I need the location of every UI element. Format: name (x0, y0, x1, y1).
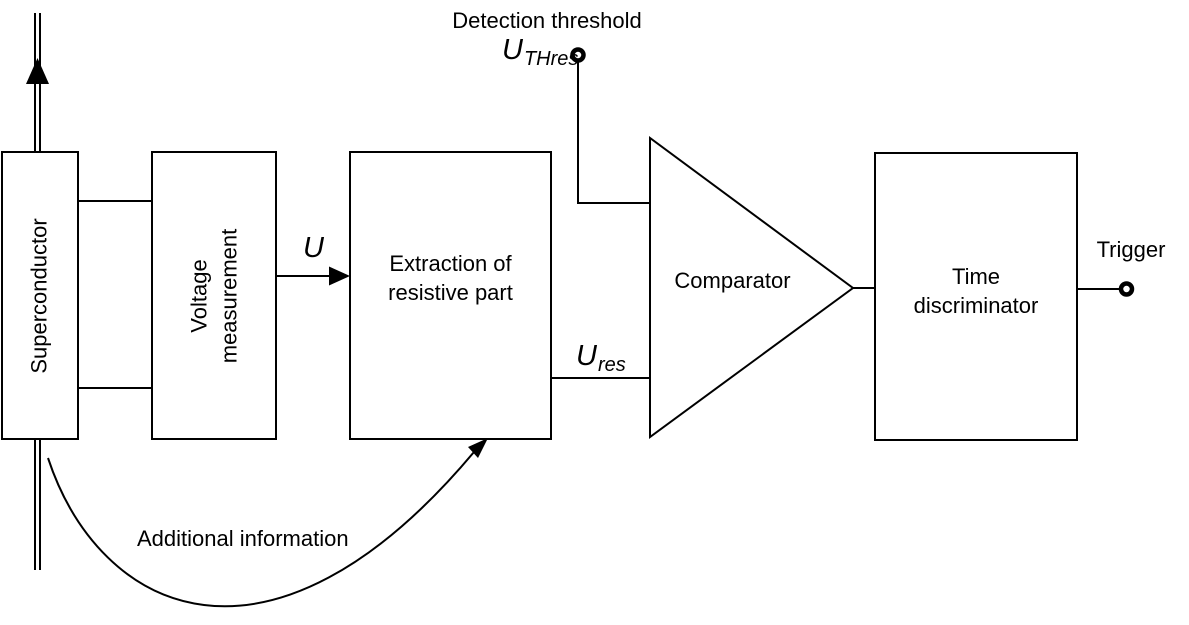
extraction-box (349, 151, 552, 440)
detection-threshold-label: Detection threshold (452, 8, 642, 33)
voltage-measurement-box (151, 151, 277, 440)
u-res-base: U (576, 340, 597, 372)
additional-information-arrowhead-icon (468, 438, 488, 458)
u-res-sub: res (597, 354, 626, 376)
extraction-label: Extraction of resistive part (350, 152, 551, 439)
u-res-label: Ures (576, 340, 626, 376)
trigger-terminal-icon (1118, 281, 1135, 297)
wire-threshold (577, 61, 650, 204)
additional-information-label: Additional information (137, 526, 349, 551)
u-thres-label: UTHres (502, 34, 579, 70)
superconductor-label: Superconductor (27, 217, 53, 374)
voltage-measurement-label-area: Voltage measurement (152, 152, 276, 439)
time-discriminator-box (874, 152, 1078, 441)
current-direction-arrow-icon (26, 58, 49, 84)
voltage-measurement-label: Voltage measurement (184, 228, 244, 363)
trigger-label: Trigger (1096, 237, 1166, 262)
extraction-label-line2: resistive part (388, 280, 513, 305)
superconductor-box (1, 151, 79, 440)
superconductor-label-area: Superconductor (2, 152, 78, 439)
u-thres-sub: THres (523, 48, 579, 70)
time-discriminator-label-line2: discriminator (913, 292, 1039, 318)
wire-additional-information (47, 451, 475, 608)
voltage-measurement-label-line2: measurement (216, 228, 242, 363)
comparator-label: Comparator (674, 268, 791, 293)
extraction-label-line1: Extraction of (389, 251, 512, 276)
time-discriminator-label-line1: Time (951, 263, 1001, 289)
u-thres-base: U (502, 34, 523, 66)
time-discriminator-label: Time discriminator (875, 153, 1077, 440)
wire-u-arrowhead-icon (329, 266, 350, 286)
threshold-terminal-icon (570, 47, 586, 63)
u-label: U (303, 232, 324, 264)
voltage-measurement-label-line1: Voltage (186, 258, 212, 333)
comparator-triangle (649, 136, 855, 439)
